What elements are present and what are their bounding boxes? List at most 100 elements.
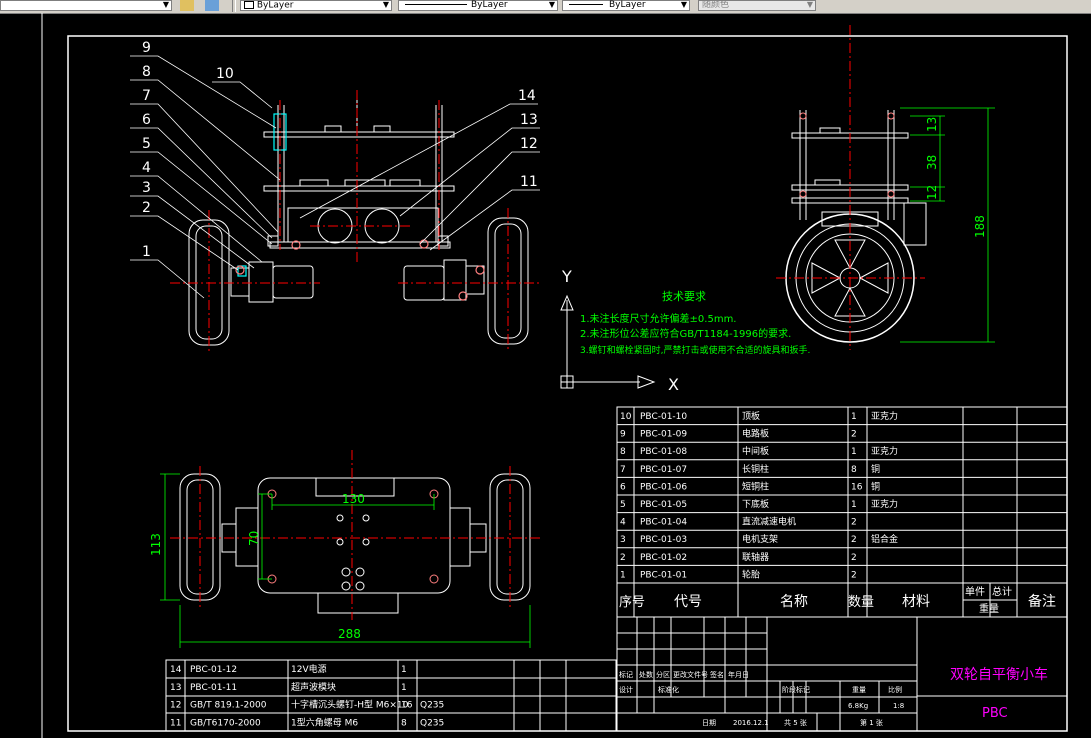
balloon-label: 5 [142, 136, 151, 152]
bom-cell-name: 轮胎 [742, 568, 760, 580]
drawing-canvas[interactable]: 9 8 7 6 5 4 3 2 1 10 14 13 12 11 [0, 13, 1091, 738]
bom-cell-code: PBC-01-06 [640, 482, 687, 492]
dim-label: 13 [925, 117, 939, 132]
dim-label: 70 [247, 531, 261, 546]
linetype-value: ByLayer [471, 0, 508, 10]
title-block-text: 标记 处数 分区 更改文件号 签名 年月日 设计 标准化 阶段标记 重量 比例 … [619, 670, 904, 727]
color-swatch-icon [244, 1, 254, 9]
linetype-dropdown[interactable]: ByLayer ▼ [398, 0, 558, 11]
tb-label: 处数 [639, 670, 653, 679]
toolbar-separator [232, 0, 236, 12]
bom-main-header: 序号 代号 名称 数量 材料 单件 总计 重量 备注 [619, 585, 1056, 615]
bom-small-cell-name: 12V电源 [291, 663, 327, 675]
lineweight-value: ByLayer [609, 0, 646, 10]
tb-label: 分区 [656, 670, 670, 679]
bom-cell-code: PBC-01-05 [640, 500, 687, 510]
balloon-label: 9 [142, 40, 151, 56]
bom-header-remark: 备注 [1028, 593, 1056, 610]
top-view-dimensions [160, 473, 531, 648]
lineweight-dropdown[interactable]: ByLayer ▼ [562, 0, 690, 11]
dim-label: 113 [149, 533, 163, 556]
tech-requirements: 技术要求 1.未注长度尺寸允许偏差±0.5mm. 2.未注形位公差应符合GB/T… [580, 290, 810, 356]
color-value: ByLayer [256, 0, 294, 11]
balloon-label: 3 [142, 180, 151, 196]
ucs-y-label: Y [561, 267, 572, 286]
leader-7 [130, 103, 279, 233]
top-holes [336, 514, 370, 591]
bom-cell-qty: 1 [851, 447, 857, 457]
bom-small-cell-name: 1型六角螺母 M6 [291, 716, 358, 728]
bom-cell-material: 铜 [871, 480, 880, 492]
bom-small-cell-no: 11 [170, 718, 181, 728]
chevron-down-icon: ▼ [382, 0, 389, 9]
tech-req-title: 技术要求 [662, 290, 706, 303]
fastener-icon [429, 574, 439, 584]
bom-small-cell-qty: 16 [401, 701, 413, 711]
plotstyle-value: 随颜色 [702, 0, 730, 10]
bom-cell-no: 5 [620, 500, 626, 510]
bom-cell-no: 2 [620, 553, 626, 563]
middle-plate [263, 185, 455, 192]
fastener-icon [475, 265, 485, 275]
bom-header-unit: 单件 [965, 586, 985, 598]
side-view-centerlines [776, 25, 925, 350]
balloon-label: 11 [520, 174, 538, 190]
layer-dropdown[interactable]: ▼ [0, 0, 172, 11]
side-chip [814, 179, 841, 186]
bom-small-cell-qty: 8 [401, 718, 407, 728]
ucs-x-label: X [668, 375, 679, 394]
tb-label: 标准化 [658, 685, 679, 694]
balloon-label: 12 [520, 136, 538, 152]
bom-cell-name: 直流减速电机 [742, 516, 796, 528]
left-motor-body [272, 265, 314, 299]
bom-cell-no: 3 [620, 535, 626, 545]
bom-cell-name: 电机支架 [742, 533, 778, 545]
layer-previous-icon[interactable] [205, 0, 219, 11]
top-view-centerlines [170, 450, 540, 620]
color-dropdown[interactable]: ByLayer ▼ [240, 0, 392, 11]
bom-cell-code: PBC-01-10 [640, 412, 687, 422]
circuit-chip [299, 179, 329, 187]
bom-cell-qty: 2 [851, 518, 857, 528]
leader-6 [130, 127, 273, 239]
bom-header-material: 材料 [902, 594, 930, 610]
tb-value: 6.8Kg [848, 702, 868, 710]
bom-small-cell-code: PBC-01-12 [190, 665, 237, 675]
bom-header-weight: 重量 [979, 602, 999, 615]
leader-9 [130, 55, 277, 129]
bom-small-cell-code: GB/T 819.1-2000 [190, 701, 267, 711]
bom-cell-code: PBC-01-09 [640, 430, 687, 440]
part-balloon-labels: 9 8 7 6 5 4 3 2 1 10 14 13 12 11 [142, 40, 538, 260]
bom-cell-no: 9 [620, 430, 626, 440]
bracket-block [437, 235, 449, 247]
balloon-label: 6 [142, 112, 151, 128]
bom-cell-name: 电路板 [742, 428, 769, 440]
balloon-label: 10 [216, 66, 234, 82]
leader-11 [429, 189, 540, 251]
bom-cell-code: PBC-01-03 [640, 535, 687, 545]
bom-cell-name: 联轴器 [742, 551, 769, 563]
bom-cell-no: 8 [620, 447, 626, 457]
dim-label: 38 [925, 155, 939, 170]
top-dimension-labels: 130 70 113 288 [149, 492, 365, 641]
side-dimension-labels: 13 38 12 188 [925, 117, 987, 238]
leader-1 [130, 259, 205, 299]
layer-state-icon[interactable] [180, 0, 194, 11]
bom-cell-qty: 8 [851, 465, 857, 475]
tb-value: 共 5 张 [784, 718, 807, 727]
bom-header-total: 总计 [992, 585, 1012, 598]
fastener-icon [458, 291, 468, 301]
ucs-icon [560, 294, 656, 389]
plotstyle-dropdown[interactable]: 随颜色 ▼ [698, 0, 816, 11]
front-view-centerlines [170, 90, 540, 352]
bom-main-table [616, 406, 1068, 618]
bom-small-cell-code: GB/T6170-2000 [190, 718, 261, 728]
properties-toolbar: ▼ ByLayer ▼ ByLayer ▼ ByLayer ▼ 随颜色 ▼ [0, 0, 1091, 14]
leader-3 [130, 195, 255, 269]
bom-cell-code: PBC-01-08 [640, 447, 687, 457]
bom-cell-code: PBC-01-04 [640, 518, 687, 528]
chevron-down-icon: ▼ [680, 0, 687, 9]
fastener-icon [235, 265, 245, 275]
fastener-icon [291, 240, 301, 250]
tb-label: 阶段标记 [782, 685, 810, 694]
